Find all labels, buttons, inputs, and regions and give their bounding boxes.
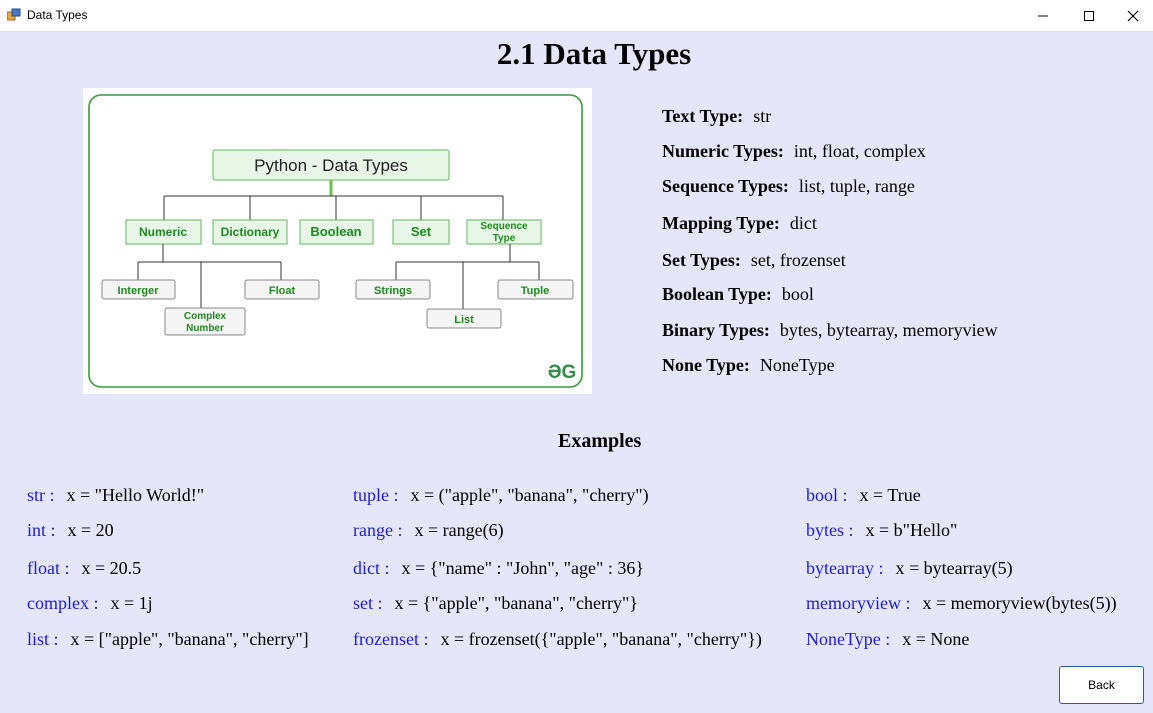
app-icon xyxy=(7,8,21,21)
diagram-category: Numeric xyxy=(139,225,187,239)
type-row-none: None Type:NoneType xyxy=(662,355,835,375)
minimize-icon xyxy=(1038,15,1048,16)
type-row-sequence: Sequence Types:list, tuple, range xyxy=(662,176,915,196)
example-memoryview: memoryview :x = memoryview(bytes(5)) xyxy=(806,593,1117,613)
diagram-child: Float xyxy=(269,285,296,297)
example-bytearray: bytearray :x = bytearray(5) xyxy=(806,558,1013,578)
diagram-child: Tuple xyxy=(521,285,550,297)
example-nonetype: NoneType :x = None xyxy=(806,629,970,649)
diagram-child: List xyxy=(454,314,474,326)
diagram-root-label: Python - Data Types xyxy=(254,156,408,175)
maximize-icon xyxy=(1084,10,1094,21)
example-bytes: bytes :x = b"Hello" xyxy=(806,520,958,540)
diagram-category: Boolean xyxy=(310,224,361,239)
maximize-button[interactable] xyxy=(1066,0,1112,31)
back-button[interactable]: Back xyxy=(1059,666,1144,704)
example-range: range :x = range(6) xyxy=(353,520,504,540)
type-row-mapping: Mapping Type:dict xyxy=(662,213,817,233)
diagram-child: Strings xyxy=(374,285,412,297)
page-title: 2.1 Data Types xyxy=(496,36,692,71)
window-titlebar: Data Types xyxy=(0,0,1153,32)
gfg-logo: ƏG xyxy=(548,362,577,383)
example-str: str :x = "Hello World!" xyxy=(27,485,205,505)
example-set: set :x = {"apple", "banana", "cherry"} xyxy=(353,593,638,613)
example-tuple: tuple :x = ("apple", "banana", "cherry") xyxy=(353,485,649,505)
example-bool: bool :x = True xyxy=(806,485,921,505)
diagram-category: Set xyxy=(411,224,432,239)
diagram-category: Dictionary xyxy=(221,225,280,239)
type-row-binary: Binary Types:bytes, bytearray, memoryvie… xyxy=(662,320,998,340)
type-row-boolean: Boolean Type:bool xyxy=(662,284,814,304)
type-row-numeric: Numeric Types:int, float, complex xyxy=(662,141,926,161)
window-title: Data Types xyxy=(27,8,88,22)
minimize-button[interactable] xyxy=(1020,0,1066,31)
example-complex: complex :x = 1j xyxy=(27,593,153,613)
example-dict: dict :x = {"name" : "John", "age" : 36} xyxy=(353,558,644,578)
example-list: list :x = ["apple", "banana", "cherry"] xyxy=(27,629,309,649)
close-button[interactable] xyxy=(1110,0,1153,31)
type-row-set: Set Types:set, frozenset xyxy=(662,250,846,270)
example-float: float :x = 20.5 xyxy=(27,558,142,578)
examples-title: Examples xyxy=(558,430,642,452)
example-int: int :x = 20 xyxy=(27,520,114,540)
data-types-diagram: Python - Data Types Numeric Dictionary B… xyxy=(83,88,592,394)
close-icon xyxy=(1127,10,1139,21)
type-row-text: Text Type:str xyxy=(662,106,772,126)
example-frozenset: frozenset :x = frozenset({"apple", "bana… xyxy=(353,629,762,649)
diagram-child: Interger xyxy=(118,285,160,297)
